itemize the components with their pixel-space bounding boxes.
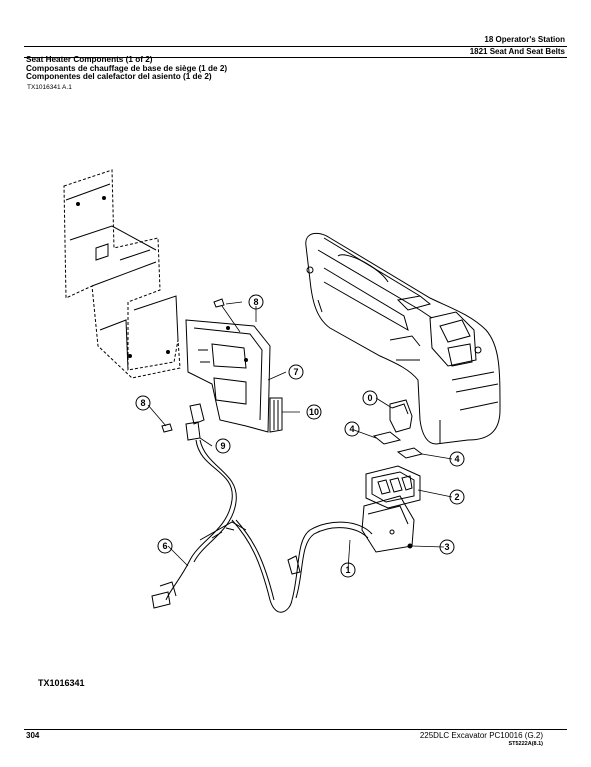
figure-reference: TX1016341 A.1 <box>27 84 72 91</box>
callout-6: 6 <box>162 541 167 551</box>
screw-drawing <box>213 298 225 308</box>
switch-bracket-drawing <box>361 495 415 553</box>
callout-4-right: 4 <box>454 454 459 464</box>
header-rule <box>24 46 567 47</box>
callout-4-left: 4 <box>349 424 354 434</box>
document-info: 225DLC Excavator PC10016 (G.2) <box>419 731 543 740</box>
switch-bezel-drawing <box>365 465 421 509</box>
mounting-bracket-drawing <box>63 169 181 379</box>
section-title: 18 Operator's Station <box>484 35 565 44</box>
callout-9: 9 <box>220 441 225 451</box>
callout-8-left: 8 <box>140 398 145 408</box>
subsection-title: 1821 Seat And Seat Belts <box>469 47 565 56</box>
console-housing-drawing <box>305 232 501 445</box>
callout-3: 3 <box>444 542 449 552</box>
title-english: Seat Heater Components (1 of 2) <box>26 55 153 64</box>
leader-lines <box>147 301 453 571</box>
callout-7: 7 <box>293 367 298 377</box>
page-number: 304 <box>26 731 40 740</box>
subheader-rule <box>24 57 567 58</box>
footer-rule <box>24 729 567 730</box>
heater-wire-drawing <box>291 521 373 601</box>
rocker-switch-drawing <box>389 399 413 433</box>
document-code: ST5222A(8.1) <box>508 741 543 747</box>
callout-2: 2 <box>454 492 459 502</box>
callout-8-top: 8 <box>253 297 258 307</box>
heater-strip-drawing <box>269 397 283 433</box>
title-spanish: Componentes del calefactor del asiento (… <box>26 72 212 82</box>
callout-bubbles <box>135 294 465 578</box>
callout-0: 0 <box>367 393 372 403</box>
callout-1: 1 <box>345 565 350 575</box>
blank-plate-drawing <box>372 431 402 445</box>
wire-harness-drawing <box>165 439 233 601</box>
callout-10: 10 <box>309 407 319 417</box>
figure-title: Seat Heater Components (1 of 2) Composan… <box>26 55 228 82</box>
figure-label: TX1016341 <box>38 678 85 688</box>
title-french: Composants de chauffage de base de siège… <box>26 63 228 73</box>
heater-plate-drawing <box>185 319 271 433</box>
